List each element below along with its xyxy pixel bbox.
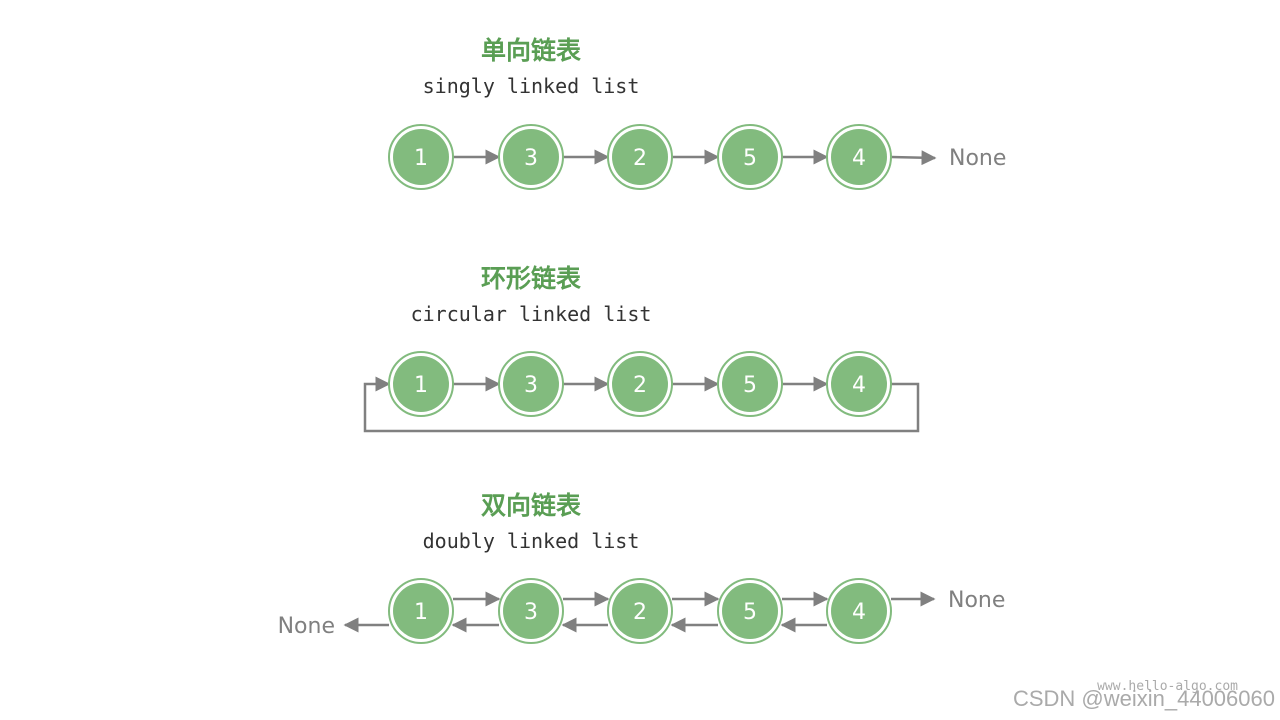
doubly-title-en: doubly linked list xyxy=(423,529,640,553)
doubly-node-1: 3 xyxy=(498,578,564,644)
node-value: 3 xyxy=(524,146,538,171)
node-value: 1 xyxy=(414,373,428,398)
circular-node-4: 4 xyxy=(826,351,892,417)
site-watermark: www.hello-algo.com xyxy=(1097,679,1238,694)
node-value: 4 xyxy=(852,146,866,171)
circular-title-cn: 环形链表 xyxy=(481,264,582,293)
doubly-node-4: 4 xyxy=(826,578,892,644)
arrows-layer xyxy=(343,149,937,633)
singly-node-3: 5 xyxy=(717,124,783,190)
singly-tail-arrow xyxy=(890,150,937,166)
node-value: 1 xyxy=(414,146,428,171)
singly-node-4: 4 xyxy=(826,124,892,190)
node-circle xyxy=(831,356,887,412)
singly-tail-none-label: None xyxy=(949,146,1006,171)
node-circle xyxy=(393,583,449,639)
doubly-head-none-label: None xyxy=(278,614,335,639)
node-value: 4 xyxy=(852,600,866,625)
node-value: 5 xyxy=(743,373,757,398)
node-value: 3 xyxy=(524,373,538,398)
node-value: 1 xyxy=(414,600,428,625)
singly-node-1: 3 xyxy=(498,124,564,190)
node-circle xyxy=(722,356,778,412)
circular-node-0: 1 xyxy=(388,351,454,417)
node-circle xyxy=(393,129,449,185)
node-value: 2 xyxy=(633,600,647,625)
node-circle xyxy=(503,356,559,412)
singly-node-2: 2 xyxy=(607,124,673,190)
singly-title-cn: 单向链表 xyxy=(481,36,582,65)
node-circle xyxy=(503,129,559,185)
singly-node-0: 1 xyxy=(388,124,454,190)
circular-node-3: 5 xyxy=(717,351,783,417)
node-circle xyxy=(612,356,668,412)
doubly-title-cn: 双向链表 xyxy=(481,491,582,520)
node-circle xyxy=(831,129,887,185)
circular-loop-arrow xyxy=(363,376,920,433)
singly-title-en: singly linked list xyxy=(423,74,640,98)
circular-title-en: circular linked list xyxy=(411,302,652,326)
node-value: 3 xyxy=(524,600,538,625)
node-circle xyxy=(503,583,559,639)
node-value: 2 xyxy=(633,373,647,398)
node-circle xyxy=(722,583,778,639)
node-value: 4 xyxy=(852,373,866,398)
doubly-node-3: 5 xyxy=(717,578,783,644)
node-value: 2 xyxy=(633,146,647,171)
csdn-watermark: CSDN @weixin_44006060 xyxy=(1013,686,1275,711)
nodes-layer: 1 3 2 5 4 1 3 2 5 4 1 3 2 5 4 xyxy=(388,124,892,644)
node-circle xyxy=(612,129,668,185)
node-circle xyxy=(612,583,668,639)
node-value: 5 xyxy=(743,146,757,171)
node-value: 5 xyxy=(743,600,757,625)
circular-node-2: 2 xyxy=(607,351,673,417)
circular-node-1: 3 xyxy=(498,351,564,417)
node-circle xyxy=(393,356,449,412)
node-circle xyxy=(722,129,778,185)
doubly-node-0: 1 xyxy=(388,578,454,644)
doubly-tail-none-label: None xyxy=(948,588,1005,613)
node-circle xyxy=(831,583,887,639)
doubly-node-2: 2 xyxy=(607,578,673,644)
